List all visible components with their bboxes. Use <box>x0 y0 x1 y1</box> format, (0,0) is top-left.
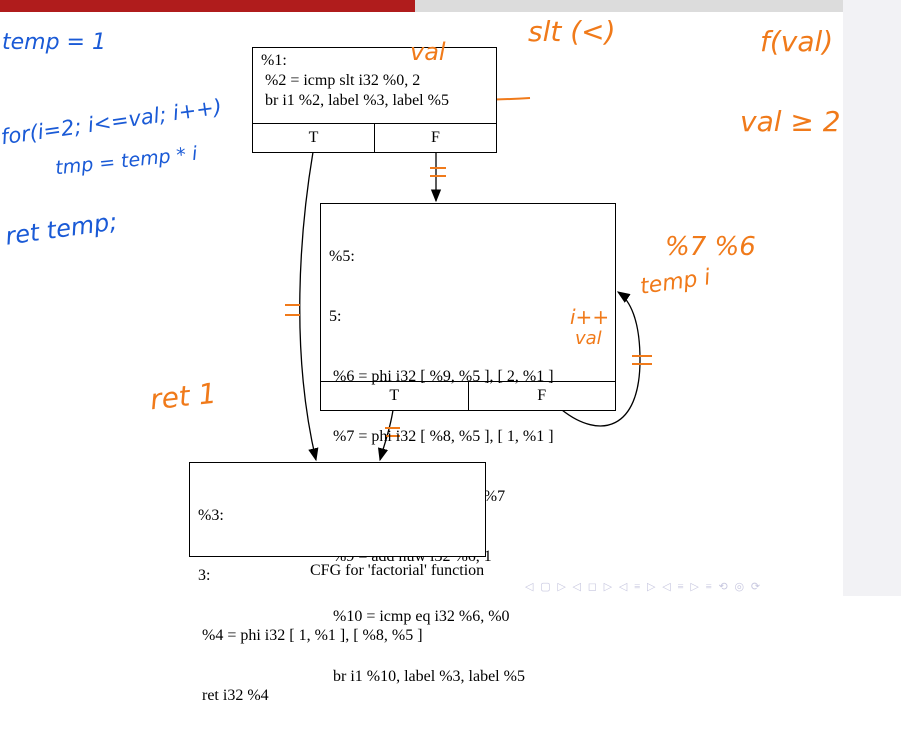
node-line: %7 = phi i32 [ %8, %5 ], [ 1, %1 ] <box>329 428 554 445</box>
slide-navigation-icons[interactable]: ◁ ▢ ▷ ◁ ◻ ▷ ◁ ≡ ▷ ◁ ≡ ▷ ≡ ⟲ ◎ ⟳ <box>525 581 763 593</box>
annotation-orange: i++ <box>570 305 610 329</box>
cfg-node-exit: %3: 3: %4 = phi i32 [ 1, %1 ], [ %8, %5 … <box>189 462 486 704</box>
node-line: ret i32 %4 <box>198 687 269 704</box>
node-line: %5: <box>329 248 355 265</box>
slide-header-bar <box>0 0 415 12</box>
cfg-node-entry: %1: %2 = icmp slt i32 %0, 2 br i1 %2, la… <box>252 47 497 153</box>
annotation-orange: val <box>410 38 446 66</box>
node-line: br i1 %2, label %3, label %5 <box>261 92 449 109</box>
edge-5F-5 <box>561 291 641 427</box>
figure-caption: CFG for 'factorial' function <box>310 562 485 579</box>
port-false: F <box>374 124 496 152</box>
node-line: %2 = icmp slt i32 %0, 2 <box>261 72 421 89</box>
port-true: T <box>389 387 400 404</box>
slide-header-bar-gray <box>415 0 843 12</box>
annotation-orange: %7 %6 <box>665 232 756 262</box>
node-line: %6 = phi i32 [ %9, %5 ], [ 2, %1 ] <box>329 368 554 385</box>
annotation-orange: f(val) <box>760 25 834 58</box>
annotation-orange: slt (<) <box>528 15 616 48</box>
node-line: %1: <box>261 52 287 69</box>
node-line: 5: <box>329 308 342 325</box>
annotation-orange: val <box>575 328 602 349</box>
node-line: %3: <box>198 507 224 524</box>
node-line: %4 = phi i32 [ 1, %1 ], [ %8, %5 ] <box>198 627 423 644</box>
port-false: F <box>467 382 616 410</box>
annotation-orange: val ≥ 2 <box>740 105 841 138</box>
edge-1T-3 <box>299 151 319 462</box>
port-true: T <box>308 129 319 146</box>
side-panel <box>843 0 901 596</box>
node-line: 3: <box>198 567 211 584</box>
annotation-orange: ret 1 <box>148 376 218 417</box>
annotation-blue: temp = 1 <box>2 30 106 55</box>
